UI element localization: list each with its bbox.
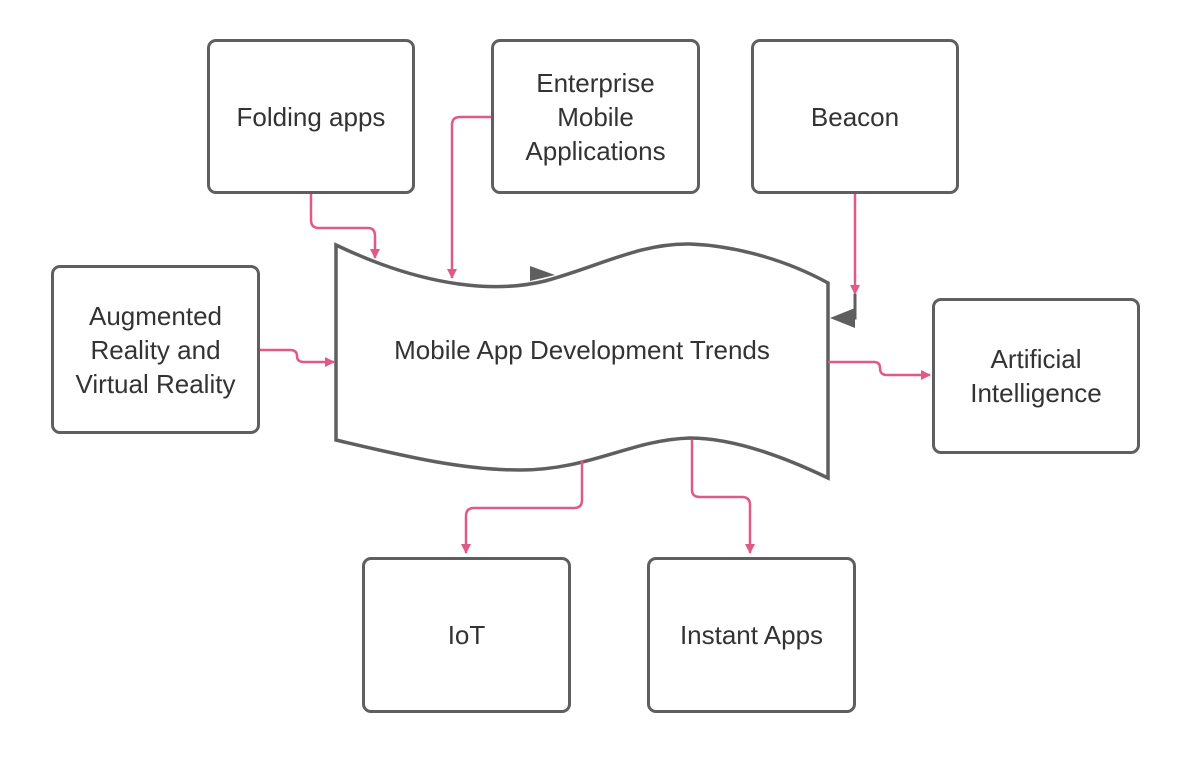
node-folding-apps: Folding apps (207, 39, 415, 194)
arrow-head-icon (530, 266, 555, 281)
center-shape (334, 242, 830, 481)
center-label: Mobile App Development Trends (394, 335, 770, 365)
node-label: Instant Apps (679, 620, 824, 650)
connector-ar-vr (259, 348, 335, 367)
connector-ai (828, 360, 931, 380)
arrow-head-icon (830, 308, 855, 328)
connectors (259, 115, 931, 554)
node-ar-vr: Augmented Reality and Virtual Reality (51, 265, 260, 434)
beacon-gray-connector (830, 294, 857, 328)
node-label: IoT (447, 620, 486, 650)
connector-enterprise (447, 115, 491, 279)
connector-iot (461, 460, 584, 554)
node-enterprise: Enterprise Mobile Applications (491, 39, 700, 194)
node-label: Augmented Reality and Virtual Reality (75, 300, 236, 399)
node-label: Enterprise Mobile Applications (525, 67, 666, 166)
node-label: Artificial Intelligence (970, 344, 1102, 408)
node-label: Folding apps (236, 101, 386, 132)
node-ai: Artificial Intelligence (932, 298, 1140, 454)
node-label: Beacon (810, 101, 900, 132)
connector-instant (690, 440, 755, 554)
connector-folding (309, 193, 380, 259)
node-beacon: Beacon (751, 39, 959, 194)
node-iot: IoT (362, 557, 571, 713)
node-instant-apps: Instant Apps (647, 557, 856, 713)
